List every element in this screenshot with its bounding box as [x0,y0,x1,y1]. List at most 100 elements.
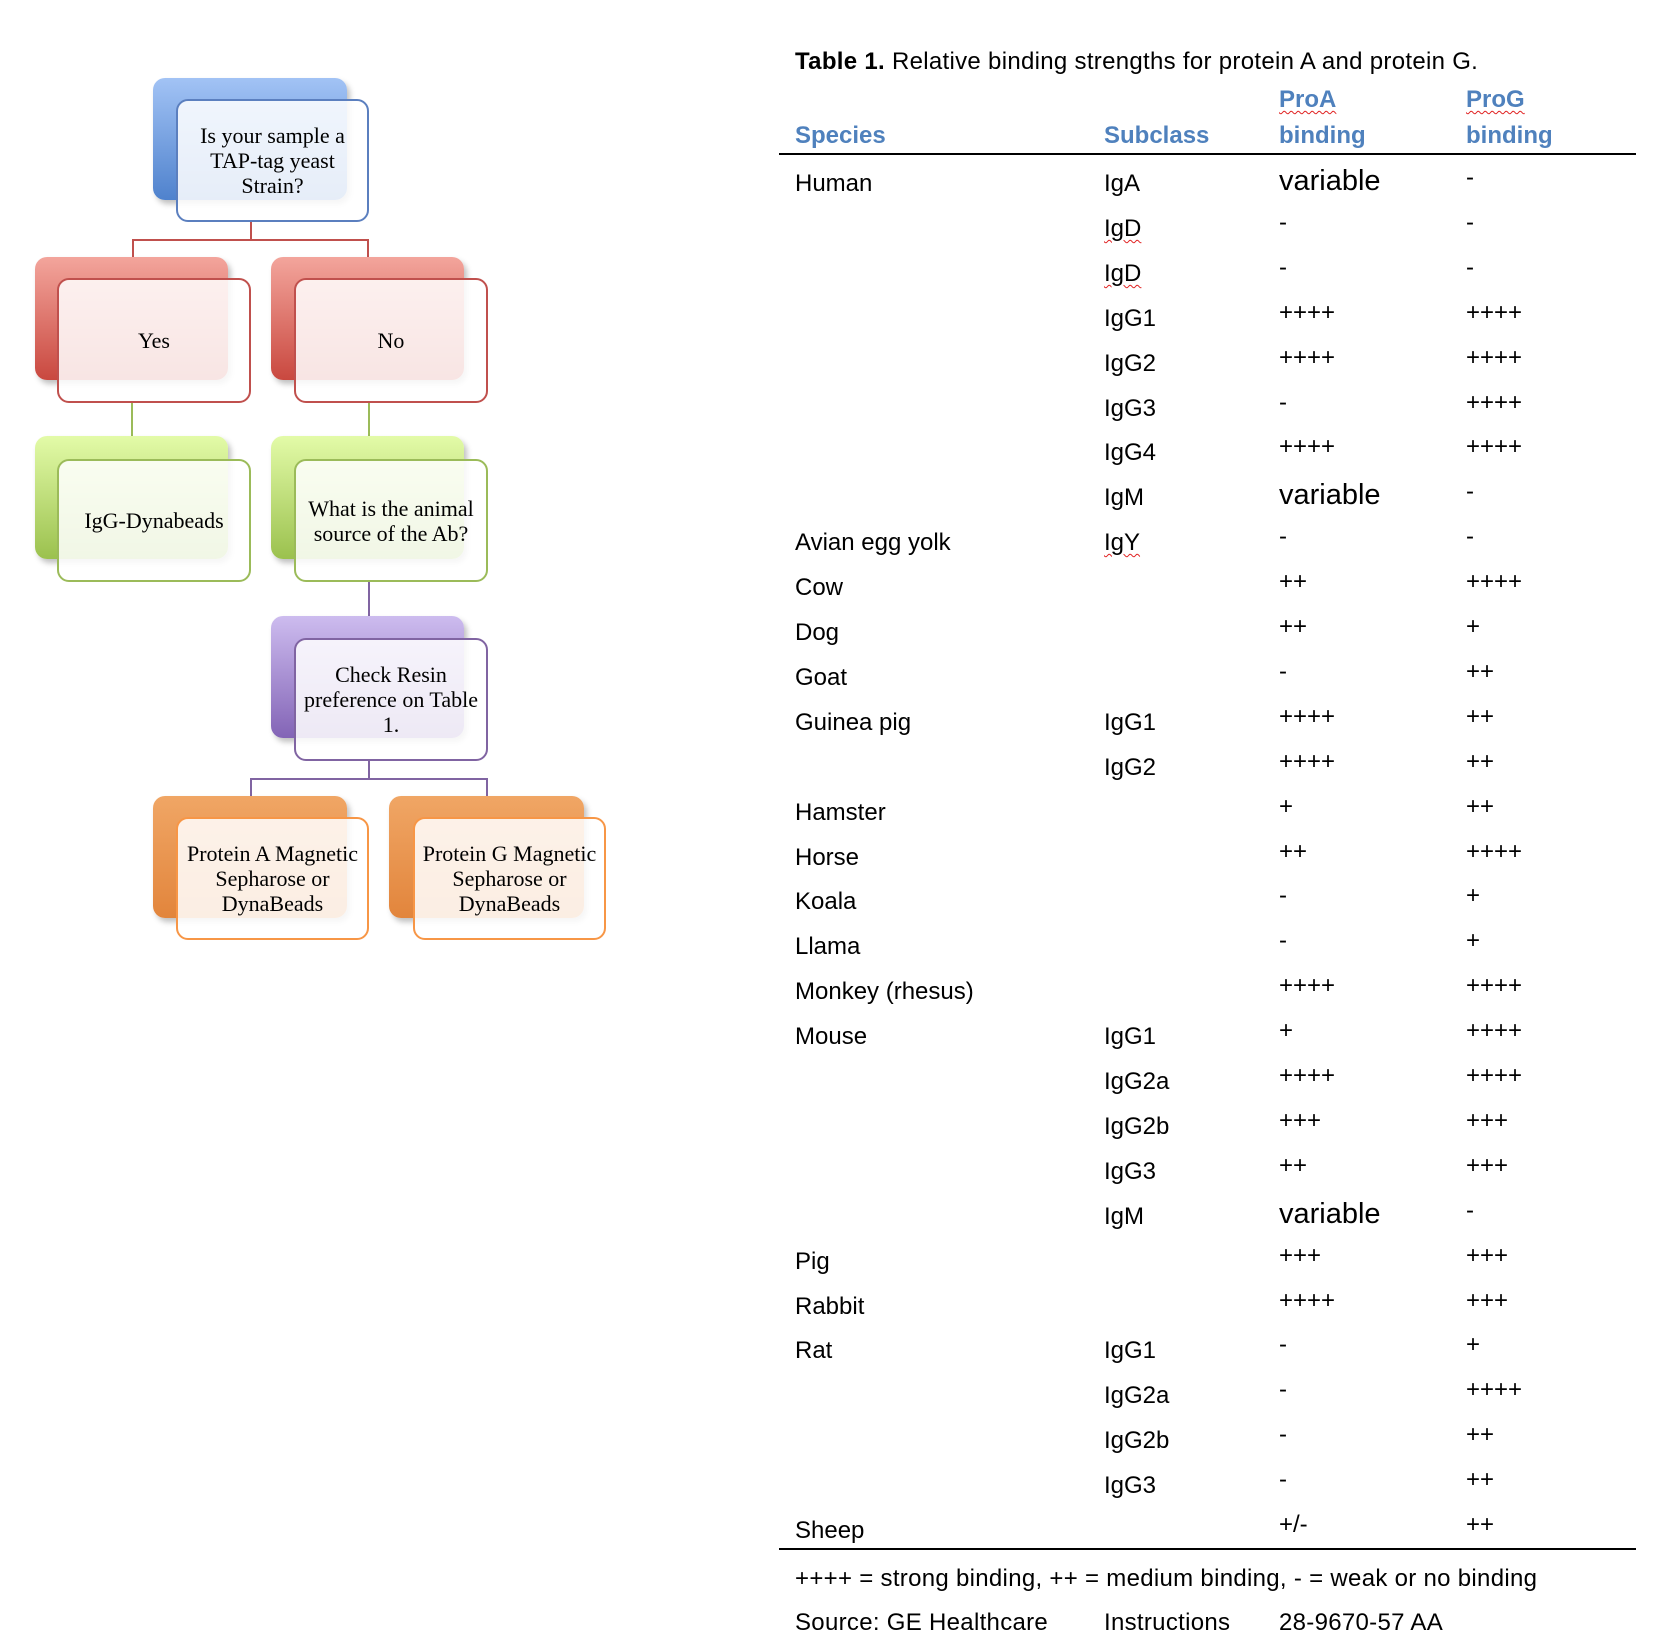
cell-species: Guinea pig [795,708,912,736]
node-igg-dynabeads: IgG-Dynabeads [57,459,251,582]
cell-prog: ++ [1466,702,1495,730]
cell-subclass: IgG4 [1104,439,1157,467]
cell-prog: ++ [1466,792,1495,820]
cell-proa: - [1279,1376,1287,1404]
cell-prog: - [1466,478,1474,506]
header-prog-line1: ProG [1466,86,1525,113]
flowchart-connectors [131,222,488,796]
cell-proa: - [1279,1421,1287,1449]
cell-proa: ++ [1279,613,1308,640]
cell-proa: ++ [1279,837,1308,865]
table-row: IgG2++++++++ [0,341,1664,386]
cell-proa: ++++ [1279,702,1336,730]
node-check-resin: Check Resin preference on Table 1. [294,638,488,761]
table-row: Hamster+++ [0,790,1664,835]
header-prog-line2: binding [1466,122,1553,149]
cell-species: Human [795,170,873,197]
connector-question-to-answers [132,222,369,257]
cell-subclass: IgG3 [1104,394,1157,422]
cell-subclass: IgD [1104,214,1142,242]
cell-subclass: IgG2a [1104,1068,1170,1095]
cell-prog: +++ [1466,1286,1509,1314]
connector-check-to-options [250,761,488,796]
cell-species: Hamster [795,798,886,826]
cell-subclass: IgG2b [1104,1112,1170,1140]
node-yes: Yes [57,278,251,403]
cell-proa: variable [1279,165,1381,197]
cell-proa: - [1279,523,1287,551]
table-row: Dog+++ [0,610,1664,655]
cell-proa: ++++ [1279,747,1336,775]
node-tap-tag-question: Is your sample a TAP-tag yeast Strain? [176,99,369,222]
table-row: IgD-- [0,206,1664,251]
cell-proa: ++++ [1279,1286,1336,1314]
node-protein-a: Protein A Magnetic Sepharose or DynaBead… [176,817,369,940]
cell-prog: +++ [1466,1151,1509,1179]
cell-species: Koala [795,888,857,916]
table-row: IgG3-++ [0,1463,1664,1508]
table-legend: ++++ = strong binding, ++ = medium bindi… [795,1565,1538,1592]
cell-proa: - [1279,208,1287,236]
cell-proa: - [1279,253,1287,281]
cell-subclass: IgG2a [1104,1382,1170,1410]
cell-proa: - [1279,388,1287,416]
cell-prog: ++++ [1466,568,1523,596]
cell-species: Rabbit [795,1292,865,1320]
cell-prog: - [1466,164,1474,191]
table-row: IgD-- [0,251,1664,296]
node-no: No [294,278,488,403]
cell-subclass: IgG3 [1104,1472,1157,1500]
cell-proa: ++++ [1279,972,1336,1000]
cell-prog: ++ [1466,1511,1495,1538]
cell-prog: - [1466,1196,1474,1224]
cell-subclass: IgG2 [1104,349,1157,377]
cell-subclass: IgM [1104,484,1145,512]
cell-proa: - [1279,1331,1287,1359]
cell-prog: ++++ [1466,433,1523,461]
cell-proa: ++++ [1279,298,1336,326]
cell-proa: - [1279,657,1287,685]
bottom-rule [779,1548,1636,1550]
cell-proa: - [1279,927,1287,955]
cell-prog: + [1466,1331,1481,1359]
cell-subclass: IgG2 [1104,753,1157,781]
node-protein-g: Protein G Magnetic Sepharose or DynaBead… [413,817,606,940]
cell-species: Goat [795,663,848,691]
cell-species: Sheep [795,1517,865,1544]
cell-prog: ++++ [1466,1062,1523,1089]
table-row: IgG4++++++++ [0,430,1664,475]
table-row: Monkey (rhesus)++++++++ [0,969,1664,1014]
cell-species: Horse [795,843,860,871]
table-row: Llama-+ [0,924,1664,969]
table-row: Pig++++++ [0,1239,1664,1284]
cell-prog: ++ [1466,747,1495,775]
cell-proa: - [1279,1466,1287,1494]
cell-proa: + [1279,1017,1294,1045]
cell-prog: ++++ [1466,1017,1523,1045]
cell-proa: variable [1279,479,1381,512]
cell-subclass: IgG1 [1104,1337,1157,1365]
table-row: IgG1++++++++ [0,296,1664,341]
table-row: IgG3-++++ [0,386,1664,431]
table-row: IgG2b++++++ [0,1104,1664,1149]
cell-proa: - [1279,882,1287,910]
cell-proa: +/- [1279,1511,1308,1538]
cell-prog: + [1466,927,1481,955]
cell-prog: + [1466,882,1481,910]
table-row: IgG2a++++++++ [0,1059,1664,1104]
cell-subclass: IgG1 [1104,1023,1157,1051]
cell-species: Dog [795,619,840,646]
cell-subclass: IgA [1104,170,1141,197]
table-row: IgG2a-++++ [0,1373,1664,1418]
header-proa-line1: ProA [1279,86,1337,113]
cell-prog: ++++ [1466,343,1523,371]
cell-species: Monkey (rhesus) [795,978,974,1006]
cell-prog: ++ [1466,1421,1495,1449]
table-row: Koala - + [0,879,1664,924]
cell-proa: ++ [1279,568,1308,596]
source-label: Source: GE Healthcare [795,1609,1049,1636]
